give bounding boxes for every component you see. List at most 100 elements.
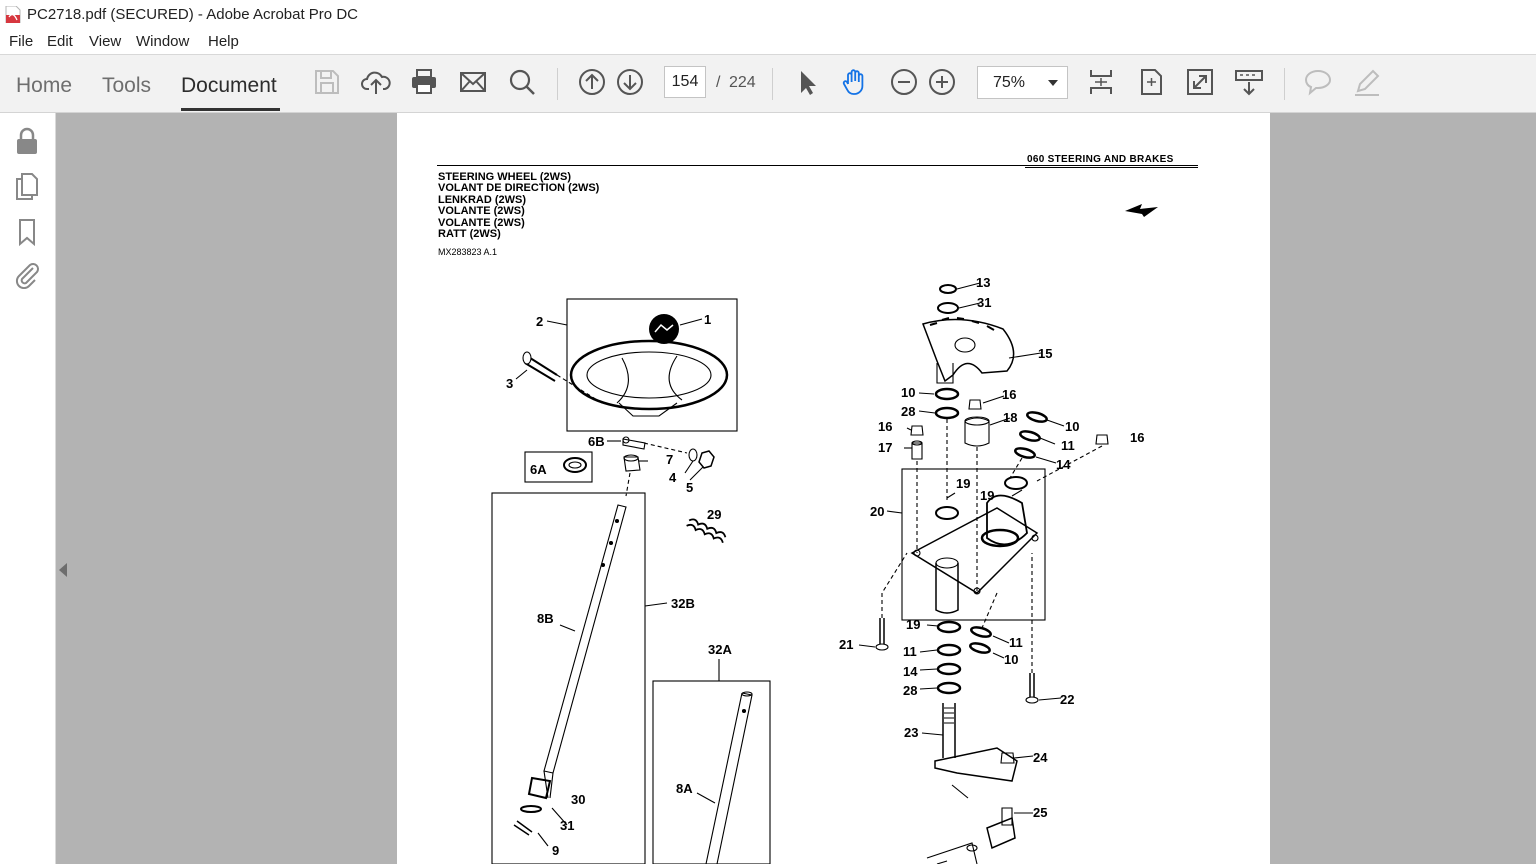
menu-edit[interactable]: Edit <box>47 33 73 50</box>
callout-label: 15 <box>1038 346 1052 361</box>
lock-icon[interactable] <box>13 126 41 156</box>
menu-help[interactable]: Help <box>208 33 239 50</box>
attachment-icon[interactable] <box>13 259 41 289</box>
zoom-out-icon[interactable] <box>889 67 919 97</box>
callout-label: 10 <box>901 385 915 400</box>
callout-label: 6A <box>530 462 547 477</box>
orientation-arrow-icon <box>1125 204 1158 217</box>
active-tab-indicator <box>181 108 280 111</box>
callout-label: 18 <box>1003 410 1017 425</box>
callout-label: 7 <box>666 452 673 467</box>
title-line: RATT (2WS) <box>438 228 501 241</box>
header-underline <box>1025 167 1198 168</box>
title-line: STEERING WHEEL (2WS) <box>438 171 572 183</box>
callout-label: 16 <box>1002 387 1016 402</box>
reference-code: MX283823 A.1 <box>438 247 498 257</box>
callout-label: 32A <box>708 642 732 657</box>
callout-label: 16 <box>1130 430 1144 445</box>
tab-tools[interactable]: Tools <box>102 74 152 97</box>
part-6a-box <box>524 451 593 483</box>
zoom-value: 75% <box>993 74 1026 91</box>
steering-wheel-box <box>566 298 738 432</box>
save-icon[interactable] <box>312 67 342 97</box>
callout-label: 14 <box>903 664 918 679</box>
callout-label: 1 <box>704 312 711 327</box>
callout-label: 9 <box>552 843 559 858</box>
zoom-in-icon[interactable] <box>927 67 957 97</box>
full-screen-icon[interactable] <box>1185 67 1215 97</box>
callout-label: 5 <box>686 480 693 495</box>
chevron-down-icon[interactable] <box>1048 80 1058 86</box>
next-page-icon[interactable] <box>615 67 645 97</box>
callout-label: 22 <box>1060 692 1074 707</box>
callout-label: 11 <box>903 644 917 659</box>
toolbar: Home Tools Document 154 / 224 <box>0 55 1536 113</box>
read-mode-icon[interactable] <box>1234 67 1264 97</box>
search-icon[interactable] <box>507 67 537 97</box>
navigation-pane <box>0 113 56 864</box>
shaft-32b-box <box>491 492 646 864</box>
header-rule <box>437 165 1198 166</box>
callout-label: 8B <box>537 611 554 626</box>
title-line: LENKRAD (2WS) <box>438 193 526 206</box>
callout-label: 31 <box>977 295 991 310</box>
callout-label: 20 <box>870 504 884 519</box>
menu-file[interactable]: File <box>9 33 34 50</box>
callout-label: 13 <box>976 275 990 290</box>
toolbar-separator <box>1284 68 1285 100</box>
title-line: VOLANT DE DIRECTION (2WS) <box>438 182 600 195</box>
collapse-panel-icon[interactable] <box>59 563 67 577</box>
callout-label: 16 <box>878 419 892 434</box>
callout-label: 19 <box>956 476 970 491</box>
comment-icon[interactable] <box>1303 67 1333 97</box>
parts-diagram: 1 2 3 6B 6A 7 4 5 29 32B 8B 32A 8A 30 31… <box>491 204 1158 864</box>
callout-label: 25 <box>1033 805 1047 820</box>
pdf-page: 060 STEERING AND BRAKES STEERING WHEEL (… <box>397 113 1270 864</box>
section-header: 060 STEERING AND BRAKES <box>1027 154 1174 165</box>
sign-icon[interactable] <box>1352 67 1382 97</box>
callout-label: 28 <box>903 683 917 698</box>
callout-label: 17 <box>878 440 892 455</box>
menu-view[interactable]: View <box>89 33 122 50</box>
part-titles: STEERING WHEEL (2WS) VOLANT DE DIRECTION… <box>438 171 600 241</box>
menu-window[interactable]: Window <box>136 33 190 50</box>
select-cursor-icon[interactable] <box>792 67 822 97</box>
callout-label: 21 <box>839 637 853 652</box>
callout-label: 32B <box>671 596 695 611</box>
tab-home[interactable]: Home <box>16 74 73 97</box>
print-icon[interactable] <box>409 67 439 97</box>
callout-label: 31 <box>560 818 574 833</box>
hand-tool-icon[interactable] <box>840 67 870 97</box>
title-line: VOLANTE (2WS) <box>438 216 525 229</box>
email-icon[interactable] <box>458 67 488 97</box>
window-title: PC2718.pdf (SECURED) - Adobe Acrobat Pro… <box>27 6 358 23</box>
callout-label: 23 <box>904 725 918 740</box>
callout-label: 19 <box>980 488 994 503</box>
callout-label: 10 <box>1065 419 1079 434</box>
scroll-mode-icon[interactable] <box>1086 67 1116 97</box>
toolbar-separator <box>772 68 773 100</box>
fit-page-icon[interactable] <box>1136 67 1166 97</box>
callout-label: 19 <box>906 617 920 632</box>
callout-label: 4 <box>669 470 677 485</box>
zoom-select[interactable]: 75% <box>977 66 1068 99</box>
callout-label: 2 <box>536 314 543 329</box>
page-number-input[interactable]: 154 <box>664 66 706 98</box>
callout-label: 3 <box>506 376 513 391</box>
title-bar: PC2718.pdf (SECURED) - Adobe Acrobat Pro… <box>0 0 1536 30</box>
shaft-32a-box <box>652 680 771 864</box>
bookmark-icon[interactable] <box>13 217 41 247</box>
page-separator: / <box>716 74 721 91</box>
callout-label: 30 <box>571 792 585 807</box>
previous-page-icon[interactable] <box>577 67 607 97</box>
bracket-20-box <box>901 468 1046 621</box>
title-line: VOLANTE (2WS) <box>438 205 525 218</box>
toolbar-separator <box>557 68 558 100</box>
page-total: 224 <box>729 74 756 91</box>
upload-icon[interactable] <box>361 67 391 97</box>
tab-document[interactable]: Document <box>181 74 277 97</box>
callout-label: 11 <box>1009 635 1023 650</box>
callout-label: 10 <box>1004 652 1018 667</box>
callout-label: 14 <box>1056 457 1071 472</box>
pages-icon[interactable] <box>13 171 41 201</box>
